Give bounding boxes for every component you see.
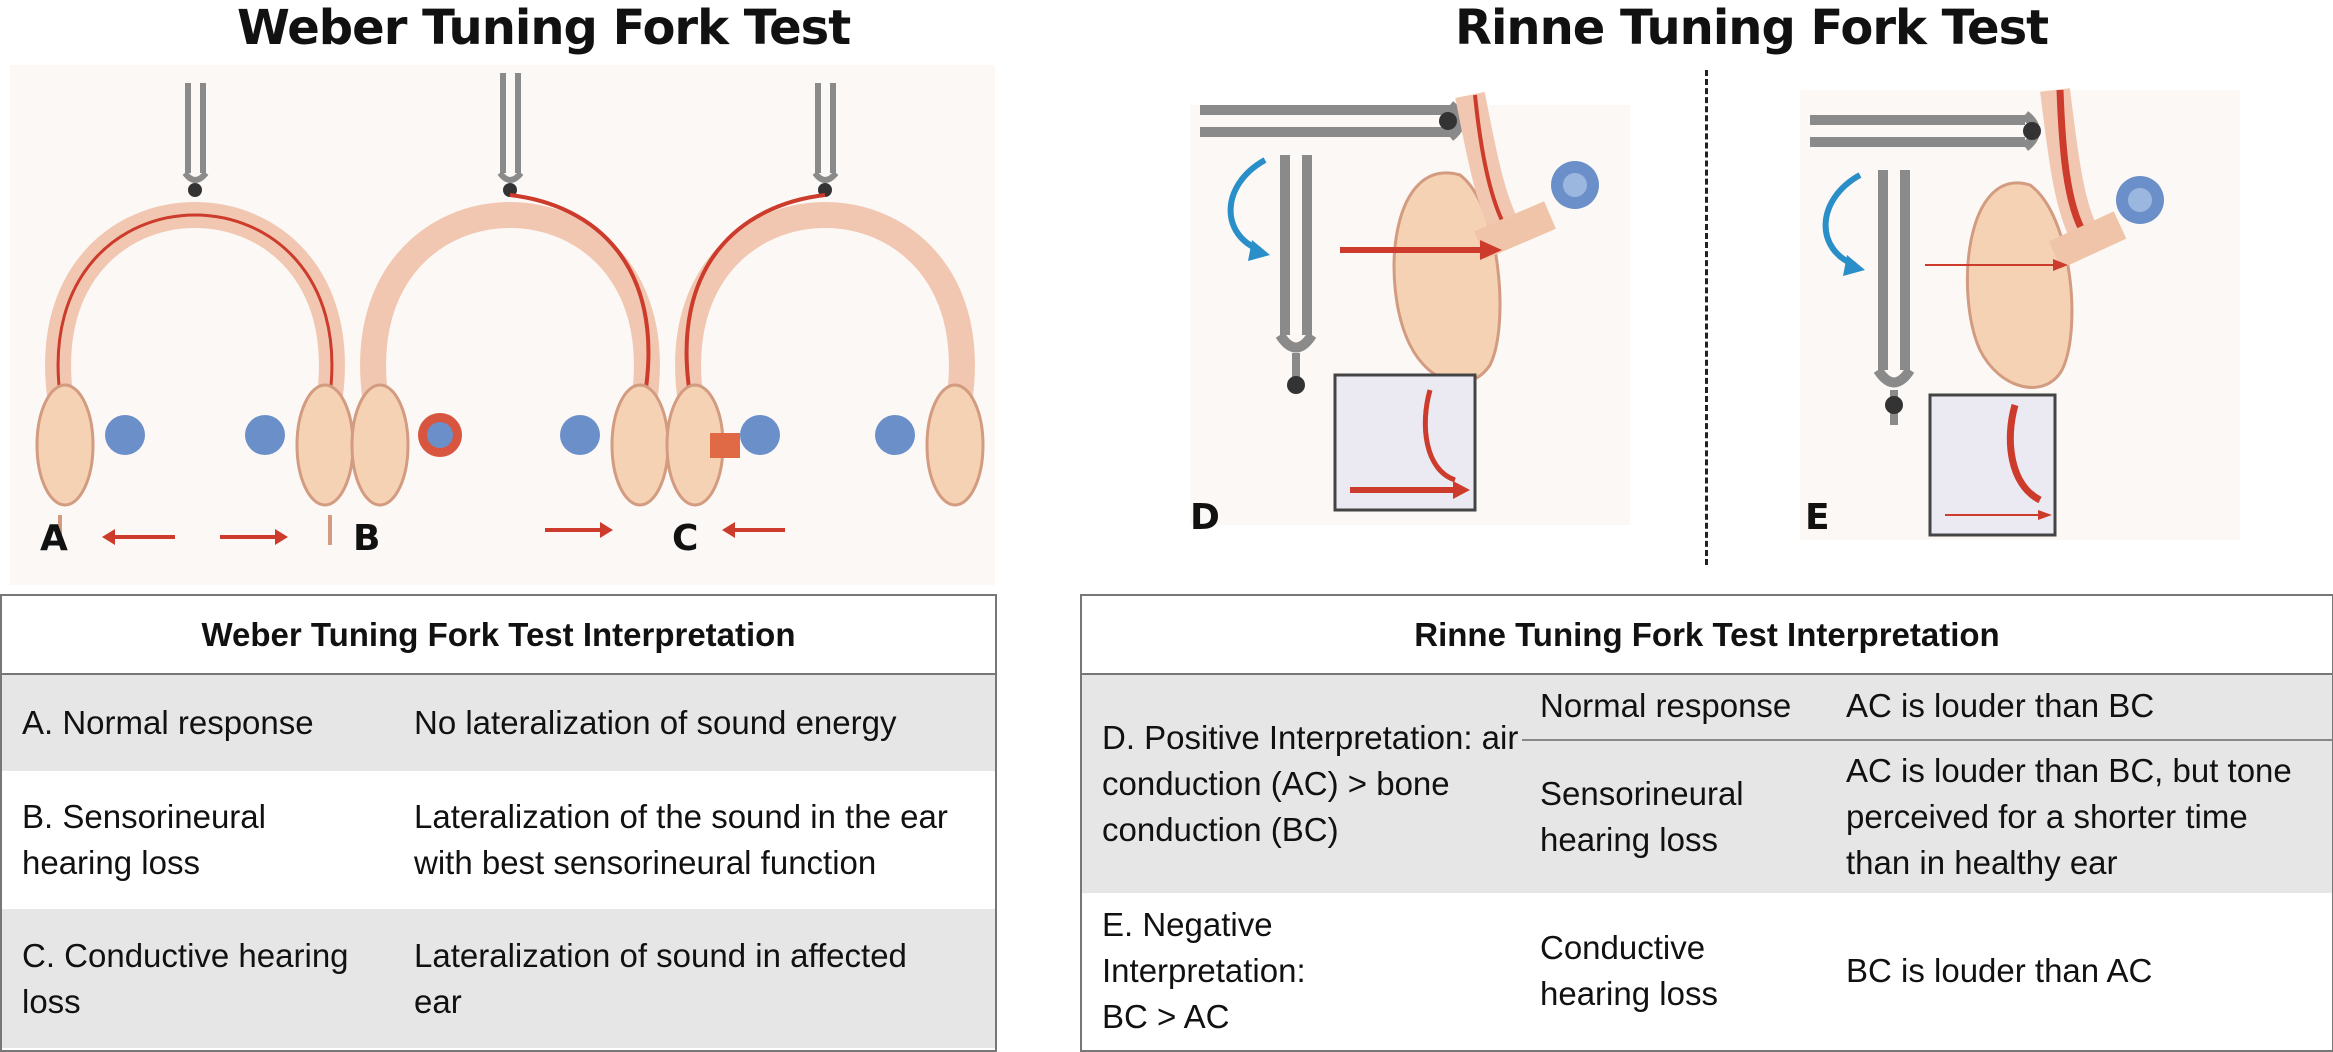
weber-row-desc: Lateralization of sound in affected ear bbox=[414, 936, 907, 1020]
weber-row-label: C. Conductive hearing loss bbox=[22, 936, 349, 1020]
weber-row-label: B. Sensorineural hearing loss bbox=[22, 798, 266, 881]
panel-label-d: D bbox=[1190, 497, 1220, 538]
rinne-table-header: Rinne Tuning Fork Test Interpretation bbox=[1082, 596, 2332, 675]
rinne-positive-label: D. Positive Interpretation: air conducti… bbox=[1102, 719, 1519, 848]
rinne-table: Rinne Tuning Fork Test Interpretation D.… bbox=[1080, 594, 2333, 1052]
rinne-title: Rinne Tuning Fork Test bbox=[1455, 0, 2049, 56]
weber-illustration bbox=[10, 65, 995, 585]
weber-table: Weber Tuning Fork Test Interpretation A.… bbox=[0, 594, 997, 1052]
row-separator bbox=[1522, 739, 2332, 741]
weber-panel-b bbox=[350, 73, 670, 538]
panel-divider bbox=[1705, 70, 1708, 565]
rinne-result: BC is louder than AC bbox=[1846, 951, 2153, 989]
panel-label-e: E bbox=[1805, 497, 1830, 538]
panel-label-a: A bbox=[40, 518, 68, 559]
weber-panel-c bbox=[665, 83, 985, 538]
weber-panel-a bbox=[35, 83, 355, 545]
rinne-result: AC is louder than BC bbox=[1846, 687, 2155, 724]
panel-label-b: B bbox=[353, 518, 380, 559]
table-row: A. Normal response No lateralization of … bbox=[2, 675, 995, 771]
rinne-illustration-e bbox=[1800, 85, 2240, 540]
rinne-condition: Normal response bbox=[1540, 687, 1792, 724]
weber-table-header: Weber Tuning Fork Test Interpretation bbox=[2, 596, 995, 675]
table-row: B. Sensorineural hearing loss Lateraliza… bbox=[2, 771, 995, 909]
rinne-result: AC is louder than BC, but tone perceived… bbox=[1846, 752, 2292, 881]
rinne-condition: Conductive hearing loss bbox=[1540, 928, 1718, 1012]
table-row-positive: D. Positive Interpretation: air conducti… bbox=[1082, 675, 2332, 893]
weber-row-desc: Lateralization of the sound in the ear w… bbox=[414, 798, 948, 881]
rinne-negative-label: E. Negative Interpretation: BC > AC bbox=[1102, 905, 1306, 1035]
weber-title: Weber Tuning Fork Test bbox=[237, 0, 851, 56]
table-row-negative: E. Negative Interpretation: BC > AC Cond… bbox=[1082, 893, 2332, 1048]
table-row: C. Conductive hearing loss Lateralizatio… bbox=[2, 909, 995, 1048]
weber-row-desc: No lateralization of sound energy bbox=[414, 704, 897, 741]
rinne-illustration-d bbox=[1190, 85, 1630, 525]
panel-label-c: C bbox=[672, 518, 698, 559]
weber-row-label: A. Normal response bbox=[22, 704, 314, 741]
rinne-condition: Sensorineural hearing loss bbox=[1540, 775, 1744, 858]
